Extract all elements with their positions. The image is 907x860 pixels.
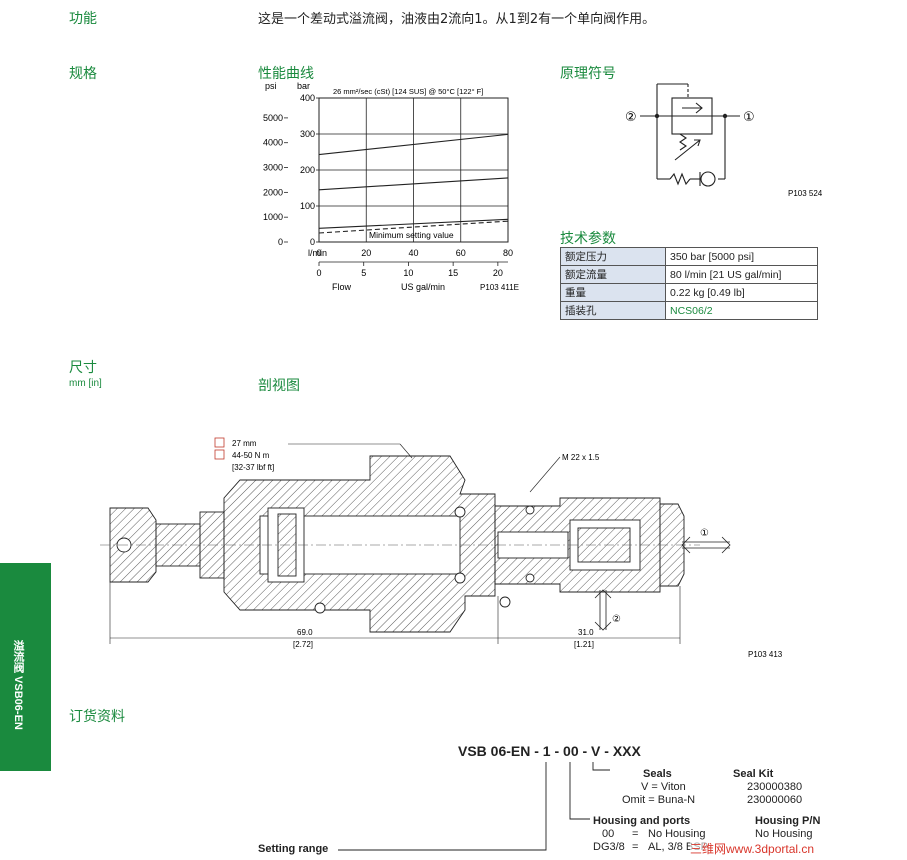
performance-chart: psi bar 26 mm²/sec (cSt) [124 SUS] @ 50°… <box>263 81 519 292</box>
lmin-tick-label: 40 <box>408 248 418 258</box>
dim-31-in: [1.21] <box>574 640 594 649</box>
section-title: 剖视图 <box>258 378 300 394</box>
side-tab <box>0 563 51 771</box>
psi-tick-label: 4000 <box>263 138 283 148</box>
psi-tick-label: 5000 <box>263 113 283 123</box>
ordering-title: 订货资料 <box>69 709 125 725</box>
lmin-tick-label: 20 <box>361 248 371 258</box>
seal-viton: V = Viton <box>641 781 686 793</box>
housing-pn-header: Housing P/N <box>755 815 821 827</box>
torque-lb: [32-37 lbf ft] <box>232 463 274 472</box>
order-leaders <box>338 762 610 851</box>
series-line-2 <box>318 177 509 191</box>
seal-viton-kit: 230000380 <box>747 781 803 793</box>
flow-label: Flow <box>332 282 352 292</box>
housing-00: 00 <box>602 828 615 840</box>
tech-title: 技术参数 <box>560 231 616 247</box>
section-drawing: 27 mm 44-50 N m [32-37 lbf ft] M 22 x 1.… <box>100 437 783 659</box>
chart-ref: P103 411E <box>480 283 519 292</box>
drawing-port-2: ② <box>612 614 621 625</box>
gal-label: US gal/min <box>401 282 445 292</box>
series-line-3 <box>318 218 509 229</box>
gal-tick-label: 10 <box>403 268 413 278</box>
tech-value: 80 l/min [21 US gal/min] <box>665 265 818 284</box>
setting-range-label: Setting range <box>258 843 329 855</box>
symbol-port-2: ② <box>625 110 637 125</box>
lmin-label: l/min <box>308 248 327 258</box>
drawing-ref: P103 413 <box>748 650 783 659</box>
housing-dg: DG3/8 <box>593 841 625 853</box>
chart-header: 26 mm²/sec (cSt) [124 SUS] @ 50°C [122° … <box>333 87 483 96</box>
function-title: 功能 <box>69 11 97 27</box>
bar-tick-label: 400 <box>300 93 315 103</box>
torque-value: 44-50 N m <box>232 451 270 460</box>
bar-tick-label: 200 <box>300 165 315 175</box>
bar-unit: bar <box>297 81 310 91</box>
min-setting-label: Minimum setting value <box>369 230 454 240</box>
psi-axis: 5000 4000 3000 2000 1000 0 <box>263 113 288 247</box>
lmin-tick-label: 60 <box>456 248 466 258</box>
seal-buna-kit: 230000060 <box>747 794 803 806</box>
tech-value-link[interactable]: NCS06/2 <box>665 301 818 320</box>
side-tab-text: 溢流阀 VSB06-EN <box>12 640 24 730</box>
order-code: VSB 06-EN - 1 - 00 - V - XXX <box>458 743 641 759</box>
function-text: 这是一个差动式溢流阀，油液由2流向1。从1到2有一个单向阀作用。 <box>258 12 656 27</box>
gal-tick-label: 5 <box>361 268 366 278</box>
tech-value: 0.22 kg [0.49 lb] <box>665 283 818 302</box>
tech-key: 插装孔 <box>560 301 666 320</box>
gal-tick-label: 0 <box>316 268 321 278</box>
symbol-port-1: ① <box>743 110 755 125</box>
wrench-size: 27 mm <box>232 439 257 448</box>
dim-31: 31.0 <box>578 628 594 637</box>
tech-value: 350 bar [5000 psi] <box>665 247 818 266</box>
psi-tick-label: 3000 <box>263 163 283 173</box>
seal-buna: Omit = Buna-N <box>622 794 696 806</box>
psi-tick-label: 0 <box>278 237 283 247</box>
bar-tick-label: 100 <box>300 201 315 211</box>
thread-label: M 22 x 1.5 <box>562 453 600 462</box>
seals-header: Seals <box>643 768 672 780</box>
drawing-port-1: ① <box>700 528 709 539</box>
gal-tick-label: 15 <box>448 268 458 278</box>
x-axis: 0 20 40 60 80 0 5 10 15 20 <box>316 248 513 278</box>
sealkit-header: Seal Kit <box>733 768 774 780</box>
gal-tick-label: 20 <box>493 268 503 278</box>
bar-tick-label: 300 <box>300 129 315 139</box>
housing-00-eq: = <box>632 828 639 840</box>
dim-69-in: [2.72] <box>293 640 313 649</box>
bar-tick-label: 0 <box>310 237 315 247</box>
tech-key: 额定流量 <box>560 265 666 284</box>
torque-icon <box>214 449 225 460</box>
lmin-tick-label: 0 <box>316 248 321 258</box>
hydraulic-symbol: ② ① P103 524 <box>625 83 823 198</box>
dim-69: 69.0 <box>297 628 313 637</box>
dims-title: 尺寸 <box>69 360 97 376</box>
tech-key: 重量 <box>560 283 666 302</box>
housing-00-text: No Housing <box>648 828 706 840</box>
watermark: 三维网www.3dportal.cn <box>690 840 815 857</box>
lmin-tick-label: 80 <box>503 248 513 258</box>
plot-area <box>318 97 509 243</box>
wrench-icon <box>214 437 225 448</box>
housing-00-pn: No Housing <box>755 828 813 840</box>
series-lines <box>318 133 509 234</box>
symbol-ref: P103 524 <box>788 189 823 198</box>
spec-title: 规格 <box>69 66 97 82</box>
tech-key: 额定压力 <box>560 247 666 266</box>
bar-axis: 400 300 200 100 0 <box>300 93 319 247</box>
psi-tick-label: 2000 <box>263 187 283 197</box>
psi-unit: psi <box>265 81 277 91</box>
symbol-title: 原理符号 <box>560 66 616 82</box>
psi-tick-label: 1000 <box>263 212 283 222</box>
curve-title: 性能曲线 <box>258 66 314 82</box>
series-line-1 <box>318 133 509 156</box>
housing-dg-eq: = <box>632 841 639 853</box>
dims-unit: mm [in] <box>69 378 102 389</box>
housing-header: Housing and ports <box>593 815 691 827</box>
